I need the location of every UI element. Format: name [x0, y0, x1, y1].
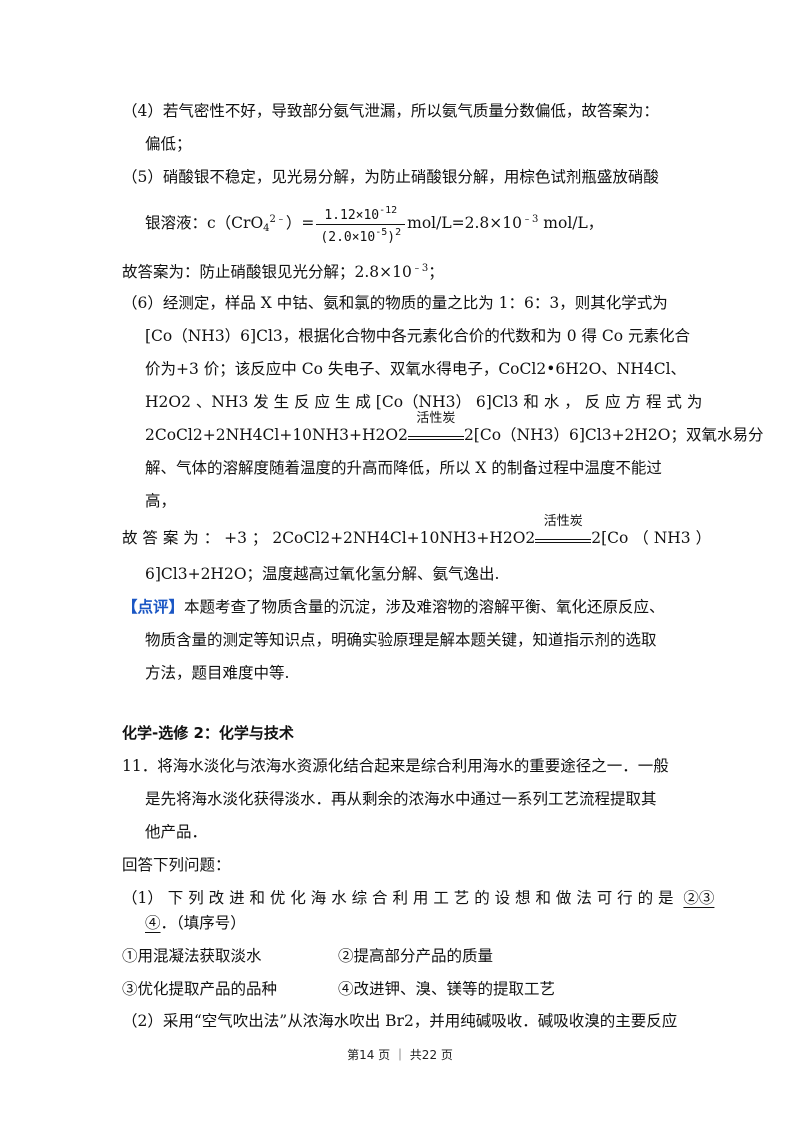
q6-equation-right: 2[Co（NH3）6]Cl3+2H2O；双氧水易分 — [463, 426, 764, 444]
q5-text-prefix: 银溶液：c（CrO — [145, 214, 264, 232]
q6-equation-left: 2CoCl2+2NH4Cl+10NH3+H2O2 — [145, 426, 408, 444]
q6-line1: （6）经测定，样品 X 中钴、氨和氯的物质的量之比为 1：6：3，则其化学式为 — [122, 294, 668, 312]
q5-fraction: 1.12×10-12(2.0×10-5)2 — [316, 203, 406, 246]
q11-line2: 是先将海水淡化获得淡水．再从剩余的浓海水中通过一系列工艺流程提取其 — [145, 790, 657, 808]
q6-line7: 高， — [145, 492, 177, 510]
q6-answer-left: 故 答 案 为 ： +3 ； 2CoCl2+2NH4Cl+10NH3+H2O2 — [122, 529, 536, 547]
q11-line3: 他产品． — [145, 823, 208, 841]
q5-answer: 故答案为：防止硝酸银见光分解；2.8×10﹣3； — [122, 263, 444, 281]
q11-option-1: ①用混凝法获取淡水 — [122, 947, 262, 965]
q5-fraction-denominator: (2.0×10-5)2 — [320, 226, 402, 245]
q6-line6: 解、气体的溶解度随着温度的升高而降低，所以 X 的制备过程中温度不能过 — [145, 459, 662, 477]
q5-fraction-numerator: 1.12×10-12 — [316, 203, 406, 225]
reaction-arrow-icon: 活性炭 — [407, 412, 464, 440]
q11-sub2: （2）采用“空气吹出法”从浓海水吹出 Br2，并用纯碱吸收．碱吸收溴的主要反应 — [122, 1012, 678, 1030]
q5-unit: mol/L， — [538, 214, 604, 232]
q5-result-exp: ﹣3 — [521, 214, 539, 225]
comment-line1: 【点评】本题考查了物质含量的沉淀，涉及难溶物的溶解平衡、氧化还原反应、 — [122, 597, 665, 616]
q11-sub1-cont: ④．（填序号） — [145, 914, 246, 932]
q11-sub1-answer: ②③ — [683, 889, 715, 907]
q6-answer-right: 2[Co （ NH3 ） — [591, 529, 712, 547]
catalyst-label: 活性炭 — [416, 411, 456, 426]
q11-option-3: ③优化提取产品的品种 — [122, 980, 278, 998]
q6-answer-line2: 6]Cl3+2H2O；温度越高过氧化氢分解、氨气逸出. — [145, 565, 500, 583]
q11-sub1: （1） 下 列 改 进 和 优 化 海 水 综 合 利 用 工 艺 的 设 想 … — [122, 889, 715, 907]
q11-sub1-answer-b: ④ — [145, 914, 161, 932]
q6-line2: [Co（NH3）6]Cl3，根据化合物中各元素化合价的代数和为 0 得 Co 元… — [145, 327, 691, 345]
q5-result: mol/L=2.8×10 — [407, 214, 522, 232]
q11-option-4: ④改进钾、溴、镁等的提取工艺 — [338, 980, 556, 998]
q5-text-mid: ）= — [285, 214, 315, 232]
catalyst-label-2: 活性炭 — [543, 514, 583, 529]
q6-equation: 2CoCl2+2NH4Cl+10NH3+H2O2 活性炭 2[Co（NH3）6]Cl… — [145, 412, 764, 446]
comment-tag: 【点评】 — [122, 597, 185, 616]
q6-line4: H2O2 、NH3 发 生 反 应 生 成 [Co（NH3） 6]Cl3 和 水… — [145, 393, 703, 411]
q11-line1: 11．将海水淡化与浓海水资源化结合起来是综合利用海水的重要途径之一．一般 — [122, 757, 669, 775]
q5-line1: （5）硝酸银不稳定，见光易分解，为防止硝酸银分解，用棕色试剂瓶盛放硝酸 — [122, 168, 659, 186]
comment-line3: 方法，题目难度中等. — [145, 664, 290, 682]
q4-line1: （4）若气密性不好，导致部分氨气泄漏，所以氨气质量分数偏低，故答案为： — [122, 102, 659, 120]
q11-option-2: ②提高部分产品的质量 — [338, 947, 494, 965]
q5-sup: 2﹣ — [269, 214, 286, 225]
q11-prompt: 回答下列问题： — [122, 856, 231, 874]
q6-line3: 价为+3 价；该反应中 Co 失电子、双氧水得电子，CoCl2•6H2O、NH4… — [145, 360, 687, 378]
q4-line2: 偏低； — [145, 135, 192, 153]
q5-sub: 4 — [263, 223, 270, 234]
q6-answer: 故 答 案 为 ： +3 ； 2CoCl2+2NH4Cl+10NH3+H2O2 活… — [122, 515, 712, 549]
section-heading: 化学-选修 2：化学与技术 — [122, 724, 294, 742]
reaction-arrow-icon-2: 活性炭 — [535, 515, 592, 543]
page-footer: 第14 页 ｜ 共22 页 — [347, 1048, 453, 1062]
comment-line2: 物质含量的测定等知识点，明确实验原理是解本题关键，知道指示剂的选取 — [145, 631, 657, 649]
